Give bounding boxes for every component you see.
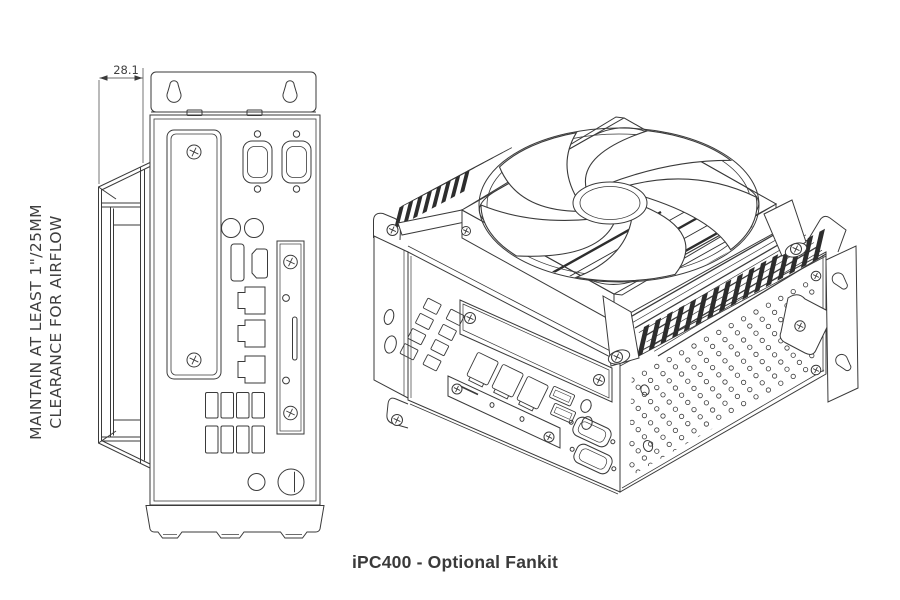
keyhole-slot [831, 272, 848, 290]
fan-blade [574, 205, 687, 282]
fan-blades [480, 130, 758, 282]
bracket-hole [383, 309, 395, 325]
sim-slot-plate [276, 240, 305, 435]
usb-port [549, 386, 576, 424]
screw-icon [283, 254, 298, 270]
rj45-port [237, 355, 266, 384]
clearance-note-line2: CLEARANCE FOR AIRFLOW [47, 215, 65, 428]
grounding-lug [779, 294, 832, 355]
screw-icon [186, 352, 202, 368]
screw-icon [451, 383, 463, 395]
fan-shroud-profile [98, 162, 151, 469]
rear-bracket-tab [807, 215, 847, 253]
rj45-port [237, 286, 266, 315]
round-connector [580, 399, 592, 413]
expansion-slot-cover [166, 129, 222, 380]
screw-icon [283, 405, 298, 421]
screw-icon [464, 312, 476, 324]
keyhole-slots [166, 80, 298, 103]
isometric-view-screws [386, 224, 822, 443]
dimension-arrow-left-icon [99, 75, 108, 81]
db9-connector [568, 416, 617, 475]
screw-icon [386, 224, 399, 236]
fan [460, 116, 778, 296]
mounting-plate [150, 71, 317, 116]
mounting-bracket-right [825, 245, 859, 403]
rj45-port [237, 319, 266, 348]
screw-icon [611, 351, 623, 363]
isometric-view-drawing [373, 116, 859, 495]
screw-icon [391, 414, 403, 426]
clearance-note: MAINTAIN AT LEAST 1"/25MM CLEARANCE FOR … [27, 204, 65, 440]
mounting-bracket-left [373, 212, 409, 429]
fan-hub [572, 181, 648, 225]
round-connector [244, 218, 264, 238]
terminal-block-grid [399, 297, 465, 372]
db9-connector [242, 130, 273, 193]
fan-blade [584, 130, 733, 190]
round-connector [221, 218, 241, 238]
chassis-body [149, 114, 321, 506]
bracket-hole [384, 335, 397, 354]
screw-icon [461, 226, 471, 236]
rj45-port [466, 352, 549, 412]
heatsink-fin-ends [637, 228, 825, 357]
dimension-annotation [98, 68, 144, 184]
front-view-drawing: 28.1 [98, 63, 325, 539]
dimension-arrow-right-icon [134, 75, 143, 81]
caption-text: iPC400 - Optional Fankit [352, 552, 558, 572]
expansion-slot-cover [459, 299, 613, 403]
reset-button [247, 473, 266, 491]
sim-slot-plate [447, 375, 561, 449]
clearance-note-line1: MAINTAIN AT LEAST 1"/25MM [27, 204, 45, 440]
screw-icon [810, 270, 822, 282]
vent-hole-large [640, 384, 650, 396]
fan-blade [498, 131, 581, 212]
power-connector [277, 468, 305, 496]
terminal-block-grid [205, 392, 265, 454]
screw-icon [794, 320, 806, 332]
hdmi-port [251, 248, 268, 279]
keyhole-slot [835, 353, 852, 372]
screw-icon [186, 144, 202, 160]
vent-hole-large [642, 440, 654, 452]
screw-icon [810, 364, 822, 376]
heatsink-fin-ends [394, 147, 512, 229]
screw-icon [543, 431, 555, 443]
front-view-screws [186, 144, 298, 421]
screw-icon [593, 374, 605, 386]
dimension-label: 28.1 [113, 63, 139, 77]
bottom-bracket [145, 505, 325, 539]
keyhole-slots [831, 272, 852, 372]
screw-icon [790, 243, 802, 255]
fan-blade [624, 178, 758, 251]
displayport [230, 243, 245, 282]
db9-connector [281, 130, 312, 193]
fan-blade [480, 204, 616, 257]
